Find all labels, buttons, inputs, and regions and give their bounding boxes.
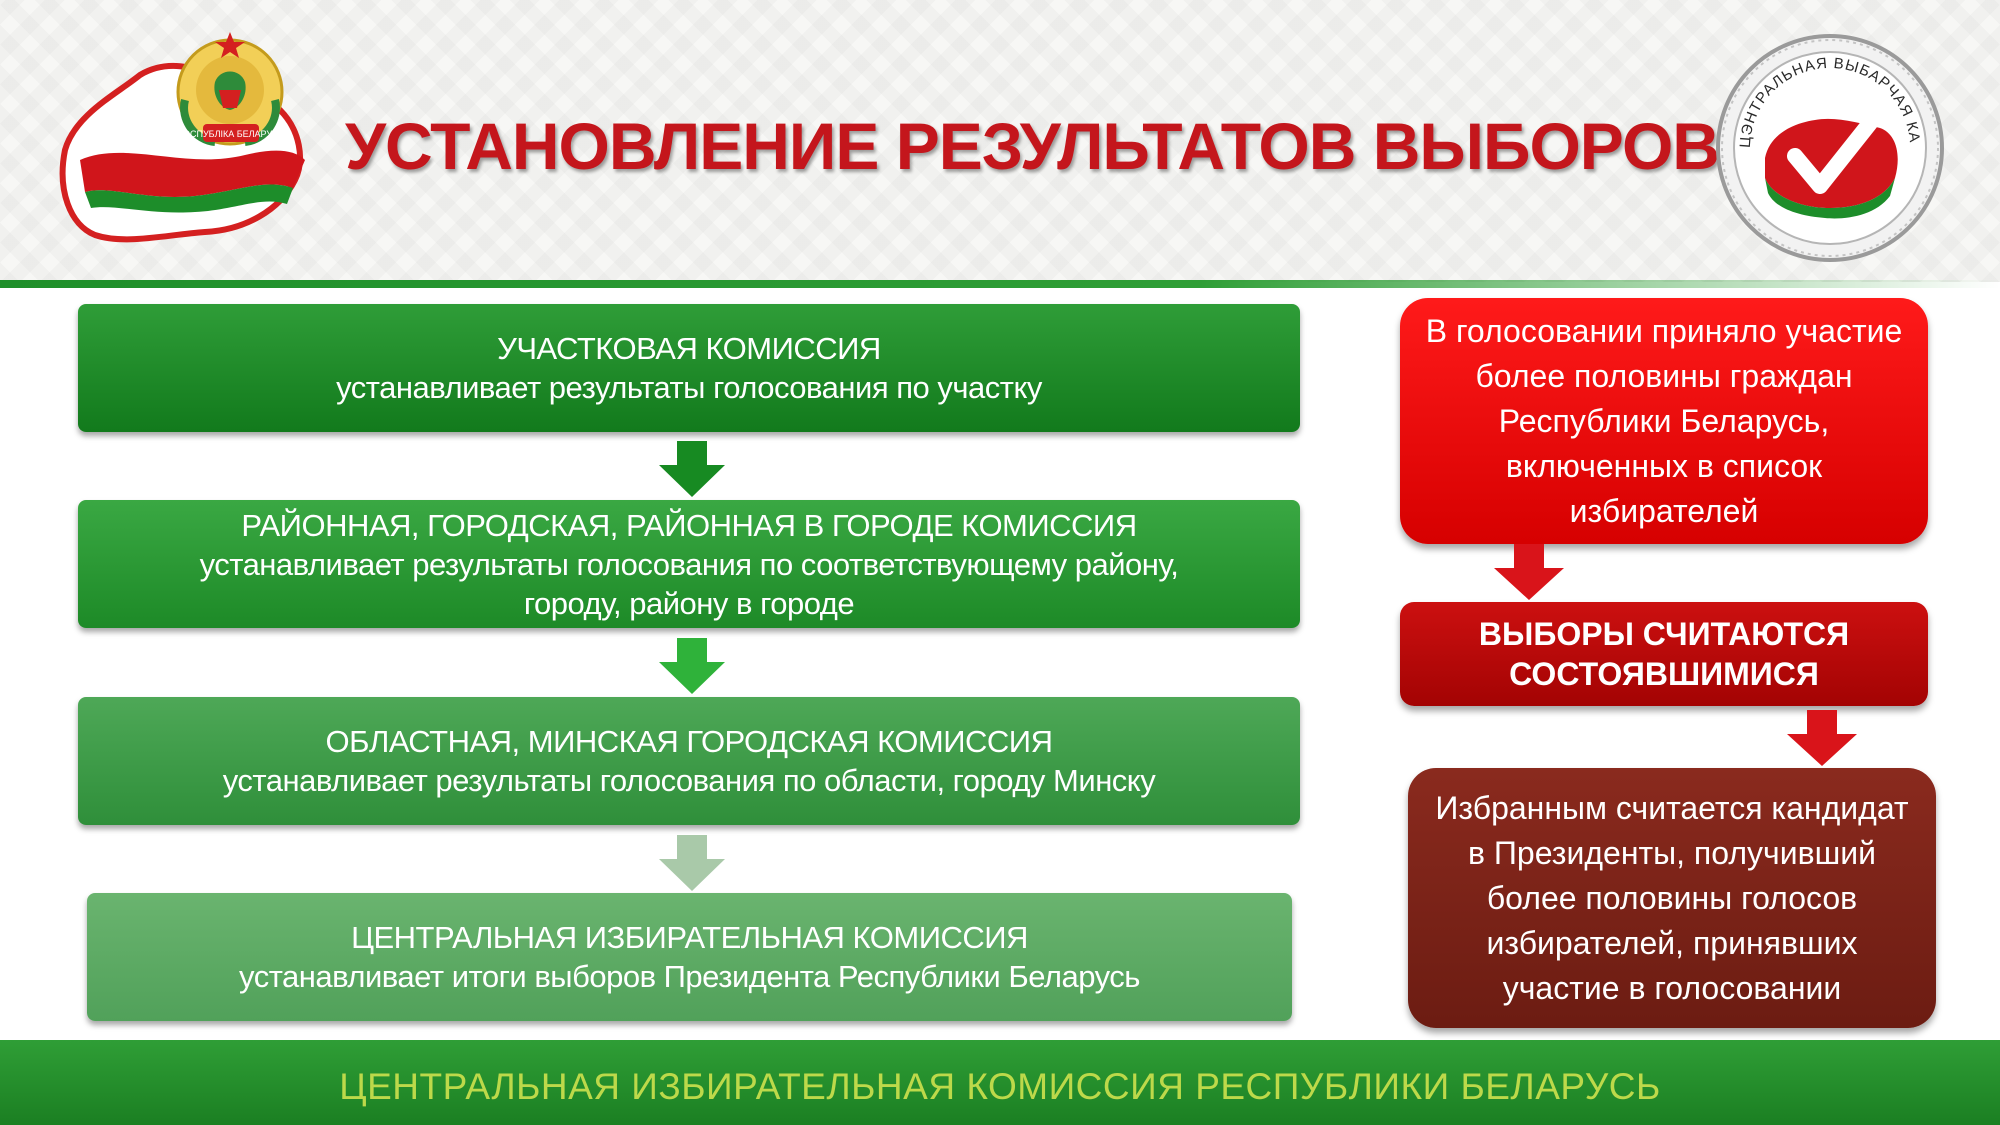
elected-condition-box: Избранным считается кандидат в Президент… [1408,768,1936,1028]
cec-logo-icon: ЦЭНТРАЛЬНАЯ ВЫБАРЧАЯ КАМІСІЯ [1710,28,1944,262]
election-valid-line: СОСТОЯВШИМИСЯ [1509,656,1819,692]
step-description: устанавливает результаты голосования по … [222,763,1156,798]
svg-text:РЭСПУБЛІКА БЕЛАРУСЬ: РЭСПУБЛІКА БЕЛАРУСЬ [178,129,285,139]
turnout-line: избирателей [1569,492,1759,529]
down-arrow-icon [1494,544,1564,600]
step-heading: УЧАСТКОВАЯ КОМИССИЯ [497,331,881,366]
page-title: УСТАНОВЛЕНИЕ РЕЗУЛЬТАТОВ ВЫБОРОВ [345,109,1720,183]
step-description: городу, району в городе [523,585,855,621]
step-precinct-commission: УЧАСТКОВАЯ КОМИССИЯ устанавливает резуль… [78,304,1300,432]
elected-line: Избранным считается кандидат [1435,789,1909,826]
footer-bar [0,1040,2000,1125]
step-heading: РАЙОННАЯ, ГОРОДСКАЯ, РАЙОННАЯ В ГОРОДЕ К… [241,507,1137,543]
turnout-condition-box: В голосовании приняло участие более поло… [1400,298,1928,544]
elected-line: более половины голосов [1486,879,1858,916]
down-arrow-icon [659,638,725,694]
step-central-commission: ЦЕНТРАЛЬНАЯ ИЗБИРАТЕЛЬНАЯ КОМИССИЯ устан… [87,893,1292,1021]
step-regional-commission: ОБЛАСТНАЯ, МИНСКАЯ ГОРОДСКАЯ КОМИССИЯ ус… [78,697,1300,825]
step-district-commission: РАЙОННАЯ, ГОРОДСКАЯ, РАЙОННАЯ В ГОРОДЕ К… [78,500,1300,628]
election-valid-line: ВЫБОРЫ СЧИТАЮТСЯ [1478,616,1850,652]
turnout-line: Республики Беларусь, [1498,402,1830,439]
header-divider [0,280,2000,288]
step-description: устанавливает итоги выборов Президента Р… [239,959,1140,994]
elected-line: избирателей, принявших [1486,924,1858,961]
step-description: устанавливает результаты голосования по … [336,370,1042,405]
election-valid-box: ВЫБОРЫ СЧИТАЮТСЯ СОСТОЯВШИМИСЯ [1400,602,1928,706]
elected-line: участие в голосовании [1502,969,1842,1006]
elected-line: в Президенты, получивший [1468,834,1876,871]
header-background [0,0,2000,282]
down-arrow-icon [659,835,725,891]
step-heading: ОБЛАСТНАЯ, МИНСКАЯ ГОРОДСКАЯ КОМИССИЯ [325,724,1053,759]
down-arrow-icon [659,441,725,497]
step-heading: ЦЕНТРАЛЬНАЯ ИЗБИРАТЕЛЬНАЯ КОМИССИЯ [351,920,1028,955]
turnout-line: включенных в список [1505,447,1823,484]
footer-text: ЦЕНТРАЛЬНАЯ ИЗБИРАТЕЛЬНАЯ КОМИССИЯ РЕСПУ… [339,1066,1661,1107]
belarus-emblem-icon: РЭСПУБЛІКА БЕЛАРУСЬ [59,32,305,243]
down-arrow-icon [1787,710,1857,766]
turnout-line: более половины граждан [1475,357,1853,394]
turnout-line: В голосовании приняло участие [1425,312,1903,349]
step-description: устанавливает результаты голосования по … [199,546,1179,582]
